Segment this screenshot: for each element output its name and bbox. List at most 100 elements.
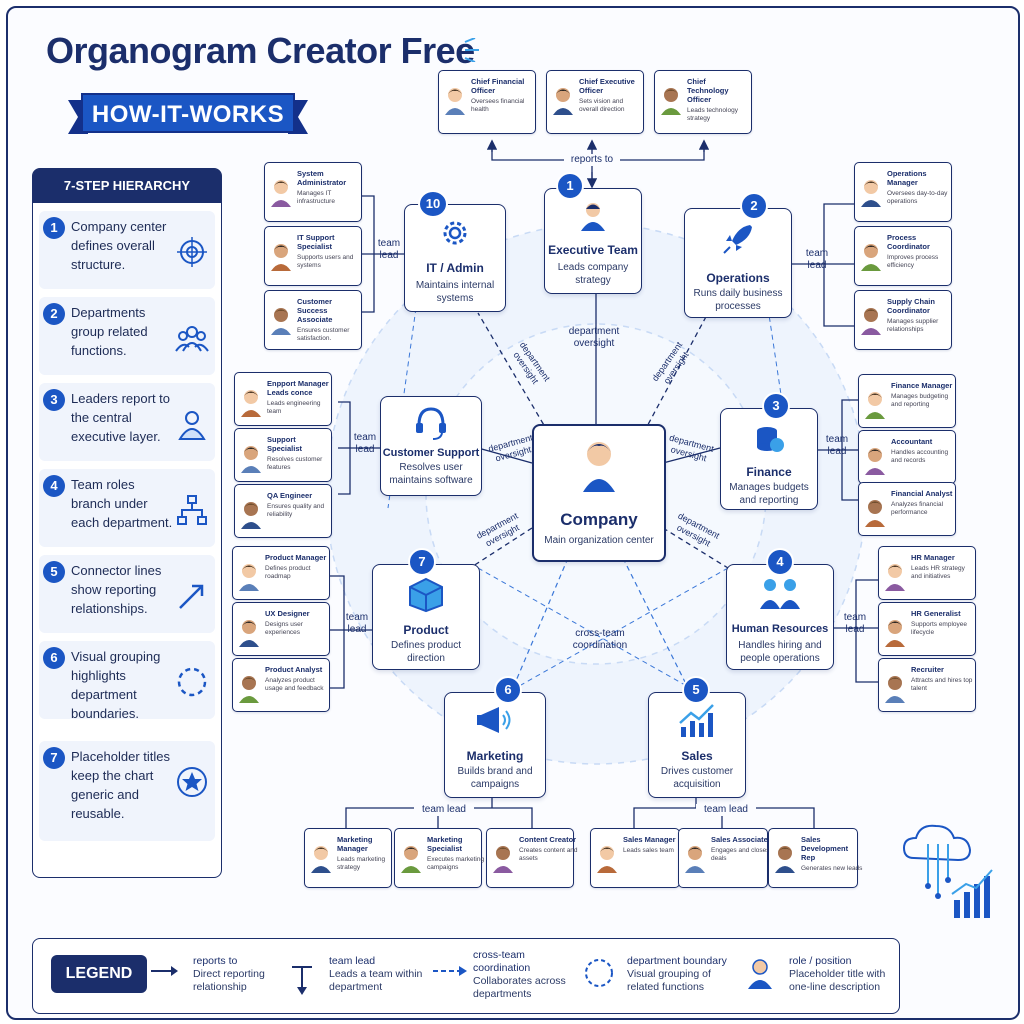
legend-item: department boundary Visual grouping of r… bbox=[627, 955, 737, 994]
company-node[interactable]: Company Main organization center bbox=[532, 424, 666, 562]
role-title: HR Generalist bbox=[911, 609, 961, 618]
banner-label: HOW-IT-WORKS bbox=[91, 101, 285, 128]
role-title: Chief Executive Officer bbox=[579, 77, 635, 95]
legend-title: role / position bbox=[789, 955, 852, 967]
avatar bbox=[241, 390, 261, 417]
dept-sales[interactable]: Sales Drives customer acquisition bbox=[648, 692, 746, 798]
dept-marketing[interactable]: Marketing Builds brand and campaigns bbox=[444, 692, 546, 798]
role-desc: Generates new leads bbox=[801, 865, 863, 872]
role-desc: Manages supplier relationships bbox=[887, 318, 939, 333]
avatar bbox=[661, 88, 681, 115]
people-icon bbox=[760, 579, 800, 609]
dept-finance[interactable]: Finance Manages budgets and reporting bbox=[720, 408, 818, 510]
step-5: 5 Connector lines show reporting relatio… bbox=[39, 555, 215, 633]
dept-desc: Builds brand and campaigns bbox=[457, 766, 533, 790]
dept-desc: Resolves user maintains software bbox=[389, 462, 473, 486]
dept-number: 7 bbox=[408, 548, 436, 576]
avatar bbox=[241, 502, 261, 529]
avatar bbox=[685, 846, 705, 873]
cross-team-label: cross-team coordination bbox=[572, 628, 628, 651]
lifecycle-panel: 7-STEP HIERARCHY LIFECYCLE 1 Company cen… bbox=[32, 168, 222, 878]
step-6: 6 Visual grouping highlights department … bbox=[39, 641, 215, 721]
page-title: Organogram Creator Free bbox=[46, 30, 475, 71]
cloud-tech-icon bbox=[902, 824, 993, 918]
role-title: System Administrator bbox=[297, 169, 347, 187]
step-number: 4 bbox=[43, 475, 65, 497]
legend-desc: Collaborates across departments bbox=[473, 975, 566, 1000]
legend: LEGEND reports to Direct reporting relat… bbox=[32, 938, 900, 1014]
role-title: HR Manager bbox=[911, 553, 955, 562]
role-desc: Manages budgeting and reporting bbox=[891, 393, 949, 408]
gear-icon bbox=[443, 221, 467, 245]
avatar bbox=[239, 620, 259, 647]
avatar bbox=[239, 564, 259, 591]
leader-icon bbox=[178, 411, 206, 440]
dept-product[interactable]: Product Defines product direction bbox=[372, 564, 480, 670]
executive-icon bbox=[581, 203, 605, 231]
dept-number: 4 bbox=[766, 548, 794, 576]
dept-hr[interactable]: Human Resources Handles hiring and peopl… bbox=[726, 564, 834, 670]
dept-number: 3 bbox=[762, 392, 790, 420]
team-lead-label: team lead bbox=[805, 248, 829, 271]
dept-it[interactable]: IT / Admin Maintains internal systems bbox=[404, 204, 506, 312]
role-title: Marketing Manager bbox=[337, 835, 373, 853]
legend-item: cross-team coordination Collaborates acr… bbox=[473, 949, 573, 1001]
role-desc: Creates content and assets bbox=[519, 847, 578, 862]
role-title: Enpport Manager Leads conce bbox=[267, 379, 329, 397]
role-title: Sales Associate bbox=[711, 835, 768, 844]
company-desc: Main organization center bbox=[544, 535, 654, 546]
role-desc: Oversees financial health bbox=[471, 98, 525, 113]
avatar bbox=[885, 620, 905, 647]
team-lead-connector-icon bbox=[292, 966, 312, 995]
step-text: Leaders report to the central executive … bbox=[71, 391, 171, 444]
avatar bbox=[271, 308, 291, 335]
step-number: 2 bbox=[43, 303, 65, 325]
step-number: 6 bbox=[43, 647, 65, 669]
sparkle-icon bbox=[464, 38, 479, 62]
role-title: Chief Technology Officer bbox=[687, 77, 729, 104]
role-desc: Leads engineering team bbox=[267, 400, 321, 415]
dept-desc: Manages budgets and reporting bbox=[729, 482, 809, 506]
dept-desc: Handles hiring and people operations bbox=[738, 640, 822, 664]
step-text: Placeholder titles keep the chart generi… bbox=[71, 749, 170, 821]
rocket-icon bbox=[723, 225, 752, 254]
role-desc: Designs user experiences bbox=[265, 621, 303, 636]
group-icon bbox=[175, 326, 209, 352]
avatar bbox=[401, 846, 421, 873]
role-title: Process Coordinator bbox=[887, 233, 930, 251]
role-desc: Leads HR strategy and initiatives bbox=[911, 565, 965, 580]
role-desc: Improves process efficiency bbox=[887, 254, 939, 269]
dept-operations[interactable]: Operations Runs daily business processes bbox=[684, 208, 792, 318]
person-icon bbox=[583, 442, 615, 492]
dept-support[interactable]: Customer Support Resolves user maintains… bbox=[380, 396, 482, 496]
dashed-circle-icon bbox=[177, 667, 207, 697]
dept-executive[interactable]: Executive Team Leads company strategy bbox=[544, 188, 642, 294]
